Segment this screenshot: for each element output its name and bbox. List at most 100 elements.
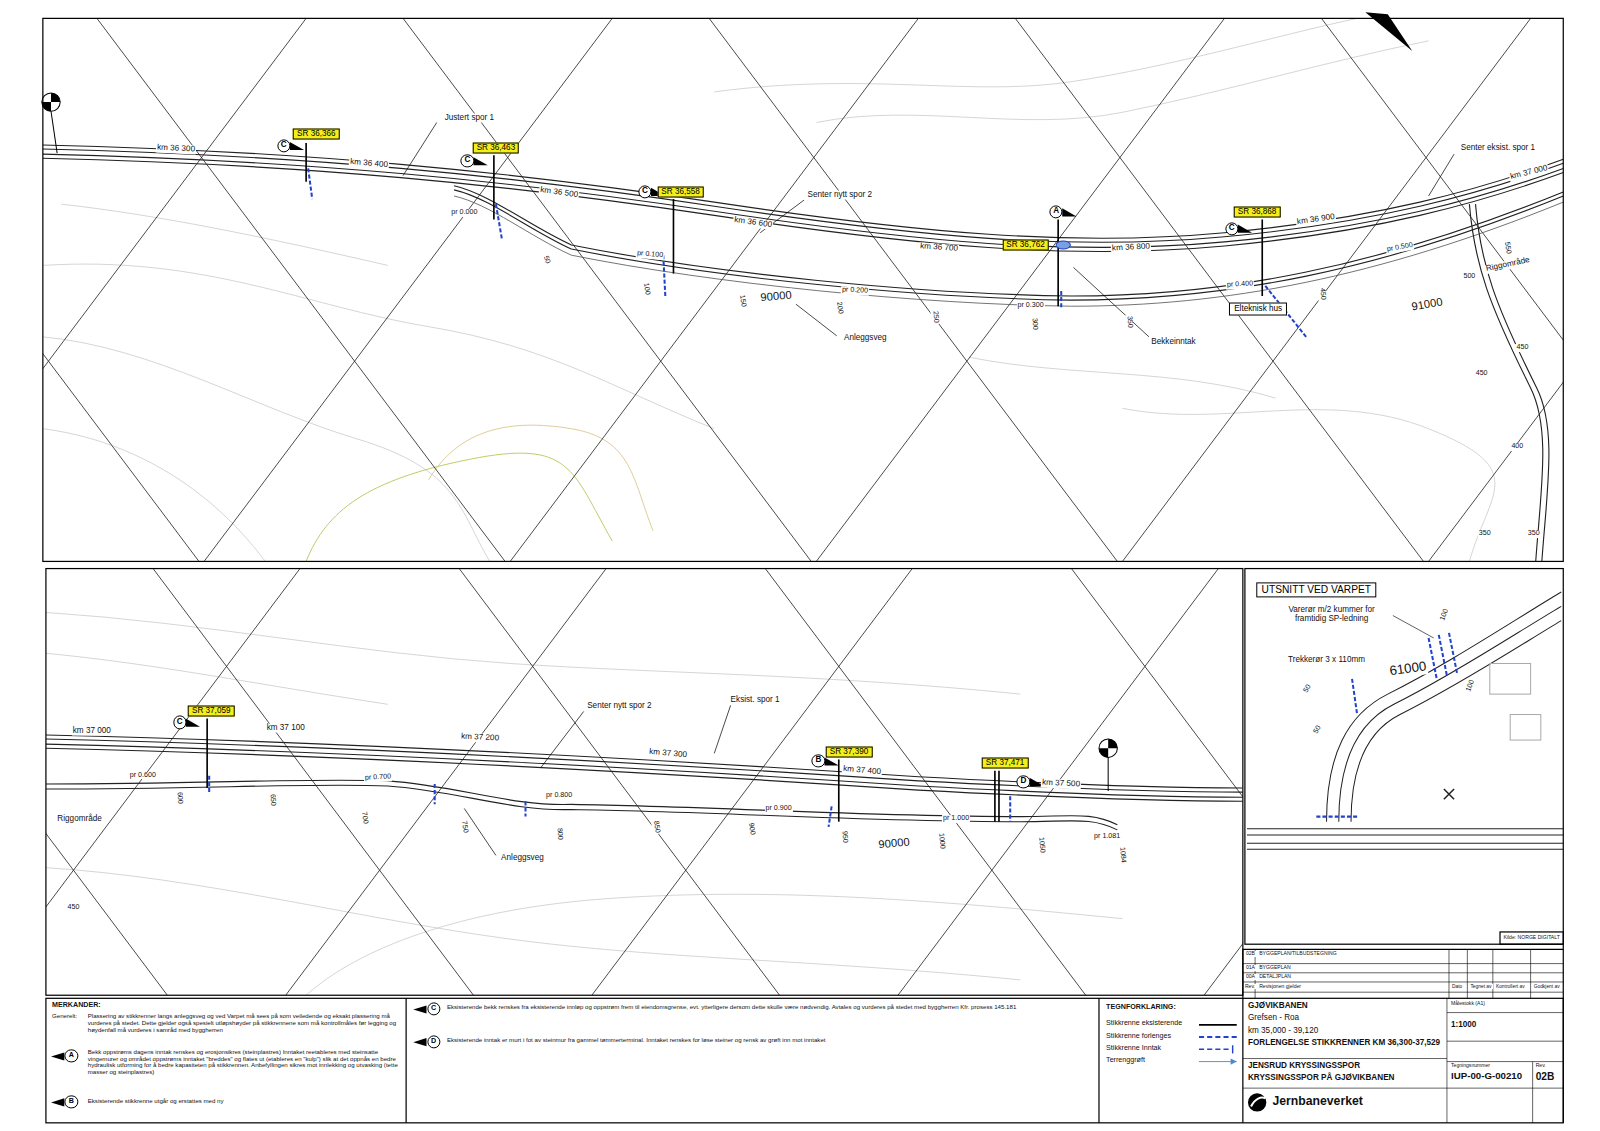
legend-text: Terrenggrøft — [1106, 1056, 1145, 1064]
revision-cell: Kontrollert av — [1495, 984, 1526, 989]
detail-drawing — [1247, 592, 1563, 849]
plan-label: pr 0.700 — [363, 773, 392, 782]
node-text: C — [281, 141, 287, 150]
revision-cell: DETALJPLAN — [1258, 974, 1292, 980]
plan-label: Trekkerør 3 x 110mm — [1287, 656, 1366, 665]
plan-label: 450 — [1475, 371, 1489, 379]
plan-label: Anleggsveg — [843, 333, 888, 342]
plan-label: km 36 800 — [1110, 242, 1151, 253]
revision-cell: Dato — [1451, 984, 1463, 989]
culvert-tag: SR 37,390 — [826, 747, 873, 758]
plan-label: 850 — [651, 819, 661, 834]
revision-cell: Godkjent av — [1533, 984, 1561, 989]
logo-symbol — [1248, 1093, 1266, 1111]
title-block-text: IUP-00-G-00210 — [1450, 1071, 1523, 1082]
grid-lines — [46, 569, 1243, 996]
survey-symbol — [42, 93, 1118, 791]
plan-label: Bekkeinntak — [1150, 337, 1196, 346]
note-text: Eksisterende bekk renskes fra eksisteren… — [446, 1004, 1091, 1011]
plan-label: 450 — [67, 904, 81, 912]
plan-label: pr 0.600 — [129, 772, 157, 780]
note-text: MERKANDER: — [51, 1002, 102, 1010]
contour-lines — [46, 612, 1123, 995]
plan-label: 800 — [555, 826, 564, 841]
legend-item: Stikkrenne forlenges — [1105, 1033, 1172, 1041]
revision-cell: 01A — [1245, 965, 1256, 971]
revision-cell: BYGGEPLAN/TILBUDSTEGNING — [1258, 951, 1338, 957]
node-text: SR 36,366 — [297, 128, 336, 137]
plan-label: 250 — [930, 310, 939, 325]
legend-text: Stikkrenne forlenges — [1106, 1032, 1171, 1040]
culvert-tag: SR 36,558 — [657, 186, 704, 197]
callout-circle: B — [812, 755, 825, 768]
detail-heading: UTSNITT VED VARPET — [1257, 582, 1376, 597]
plan-label: km 37 000 — [1508, 164, 1549, 182]
culvert-tag: SR 37,059 — [188, 706, 235, 717]
title-block-text: km 35,000 - 39,120 — [1247, 1027, 1319, 1036]
track-lines — [46, 735, 1243, 830]
plan-label: 350 — [1124, 315, 1133, 330]
plan-label: 90000 — [758, 288, 792, 303]
node-text: D — [431, 1038, 436, 1046]
plan-label: 1084 — [1118, 846, 1127, 864]
revision-cell: Rev. — [1244, 984, 1256, 990]
plan-label: 100 — [1465, 678, 1477, 694]
plan-label: 650 — [268, 793, 277, 808]
node-text: A — [69, 1052, 74, 1060]
callout-circle: C — [461, 155, 474, 168]
node-text: Elteknisk hus — [1234, 304, 1282, 313]
plan-label: Kilde: NORGE DIGITALT — [1502, 935, 1560, 941]
plan-label: km 36 500 — [539, 186, 580, 200]
node-text: C — [464, 157, 470, 166]
title-block-text: FORLENGELSE STIKKRENNER KM 36,300-37,529 — [1247, 1039, 1441, 1048]
legend-samples — [1199, 1025, 1237, 1065]
plan-label: pr 0.000 — [450, 209, 478, 217]
plan-label: 400 — [1510, 443, 1524, 451]
callout-circle: C — [427, 1003, 440, 1016]
plan-label: 450 — [1318, 287, 1327, 302]
node-text: SR 36,558 — [661, 186, 700, 195]
plan-label: 950 — [839, 829, 848, 844]
plan-label: pr 0.200 — [841, 286, 870, 295]
note-text: Eksisterende inntak er murt i fot av ste… — [446, 1037, 1091, 1044]
plan-label: 900 — [746, 821, 756, 836]
plan-label: Senter eksist. spor 1 — [1460, 143, 1536, 152]
plan-label: 300 — [1029, 317, 1038, 332]
node-text: SR 36,762 — [1006, 239, 1045, 248]
plan-label: 200 — [834, 301, 844, 316]
title-block-text: JENSRUD KRYSSINGSSPOR — [1247, 1062, 1361, 1071]
plan-label: 550 — [1502, 240, 1512, 255]
title-block-text: Grefsen - Roa — [1247, 1014, 1300, 1023]
callout-flags — [51, 12, 1412, 1106]
node-text: SR 36,868 — [1238, 207, 1277, 216]
plan-label: pr 0.300 — [1017, 302, 1045, 310]
legend-item: Terrenggrøft — [1105, 1057, 1146, 1065]
plan-label: 50 — [1302, 683, 1314, 696]
node-text: SR 36,463 — [477, 142, 516, 151]
plan-label: Senter nytt spor 2 — [807, 190, 873, 199]
callout-circle: C — [1225, 222, 1238, 235]
callout-circle: C — [173, 716, 186, 729]
plan-label: pr 0.400 — [1226, 280, 1255, 289]
culvert-tag: SR 36,868 — [1234, 207, 1281, 218]
title-block-text: 02B — [1535, 1071, 1556, 1082]
building-box: Elteknisk hus — [1229, 303, 1287, 316]
plan-label: Riggområde — [56, 815, 102, 824]
plan-label: km 36 300 — [155, 143, 196, 154]
plan-label: pr 0.100 — [636, 250, 665, 260]
note-text: Generelt: — [51, 1013, 78, 1020]
plan-label: km 37 100 — [266, 723, 306, 732]
title-block-rules — [1243, 949, 1563, 1123]
plan-label: 1050 — [1036, 836, 1045, 854]
contour-lines — [43, 18, 1495, 561]
plan-label: km 37 500 — [1041, 778, 1082, 789]
plan-label: km 36 900 — [1296, 213, 1337, 227]
sheet-frame — [43, 18, 1563, 1122]
node-text: C — [177, 718, 183, 727]
plan-label: 50 — [541, 254, 552, 266]
callout-circle: D — [427, 1035, 440, 1048]
note-text: Bekk oppstrøms dagens inntak renskes og … — [87, 1049, 400, 1076]
revision-cell: Revisjonen gjelder — [1258, 984, 1302, 990]
plan-label: km 37 400 — [842, 765, 883, 777]
plan-label: pr 0.800 — [545, 792, 573, 800]
